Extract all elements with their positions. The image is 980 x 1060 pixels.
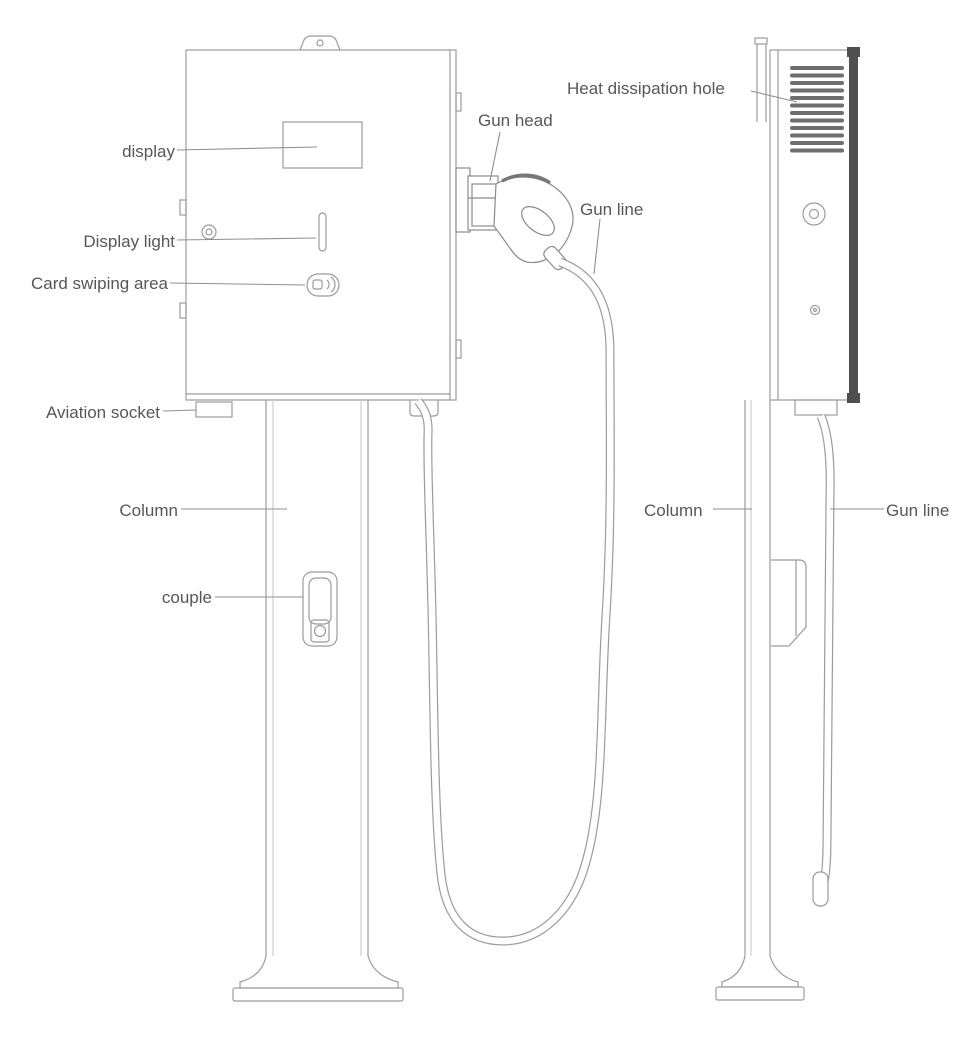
label-heat-dissipation-hole: Heat dissipation hole: [567, 79, 725, 98]
leader-display-light: [176, 237, 317, 241]
side-view-drawing: [715, 37, 860, 1001]
side-lock-circle: [802, 202, 826, 226]
column-front: [265, 400, 369, 956]
label-display-light: Display light: [83, 232, 175, 251]
base-front: [232, 955, 404, 1002]
gun-barrel: [471, 183, 497, 227]
gun-handle-hole: [521, 206, 555, 236]
label-gun-line-side: Gun line: [886, 501, 950, 520]
front-view-drawing: [179, 35, 462, 1002]
card-swipe-icon: [306, 273, 340, 297]
label-column-side: Column: [644, 501, 703, 520]
leader-heat-hole: [750, 90, 798, 103]
top-bracket: [299, 35, 341, 51]
leader-display: [176, 146, 318, 151]
leader-gun-head: [489, 131, 501, 182]
column-side: [744, 400, 771, 956]
leader-aviation-socket: [162, 409, 197, 412]
side-screw: [809, 304, 821, 316]
label-aviation-socket: Aviation socket: [45, 403, 160, 422]
display-screen: [282, 121, 363, 169]
gun-assembly: [455, 167, 574, 271]
label-gun-head: Gun head: [478, 111, 553, 130]
bracket-hole: [316, 39, 324, 47]
base-side: [715, 955, 805, 1001]
gun-cable-front: [414, 257, 615, 946]
gun-handle: [493, 176, 574, 264]
label-couple: couple: [161, 588, 212, 607]
heat-dissipation-vents: [790, 66, 844, 153]
cabinet-side: [769, 49, 851, 401]
label-column-front: Column: [119, 501, 178, 520]
leader-gun-line-front: [593, 218, 601, 275]
display-light-slot: [318, 212, 327, 252]
gun-cable-side: [812, 414, 835, 907]
leader-lines: [162, 90, 884, 598]
aviation-socket: [195, 401, 233, 418]
cabinet-front: [185, 49, 457, 401]
cable-tip-side: [812, 871, 829, 907]
label-gun-line-front: Gun line: [580, 200, 644, 219]
couple-side: [771, 559, 807, 647]
label-display: display: [122, 142, 175, 161]
cabinet-front-edge: [847, 47, 860, 403]
couple-holster: [302, 571, 338, 647]
leader-card-swiping: [169, 282, 306, 286]
label-card-swiping-area: Card swiping area: [30, 274, 168, 293]
